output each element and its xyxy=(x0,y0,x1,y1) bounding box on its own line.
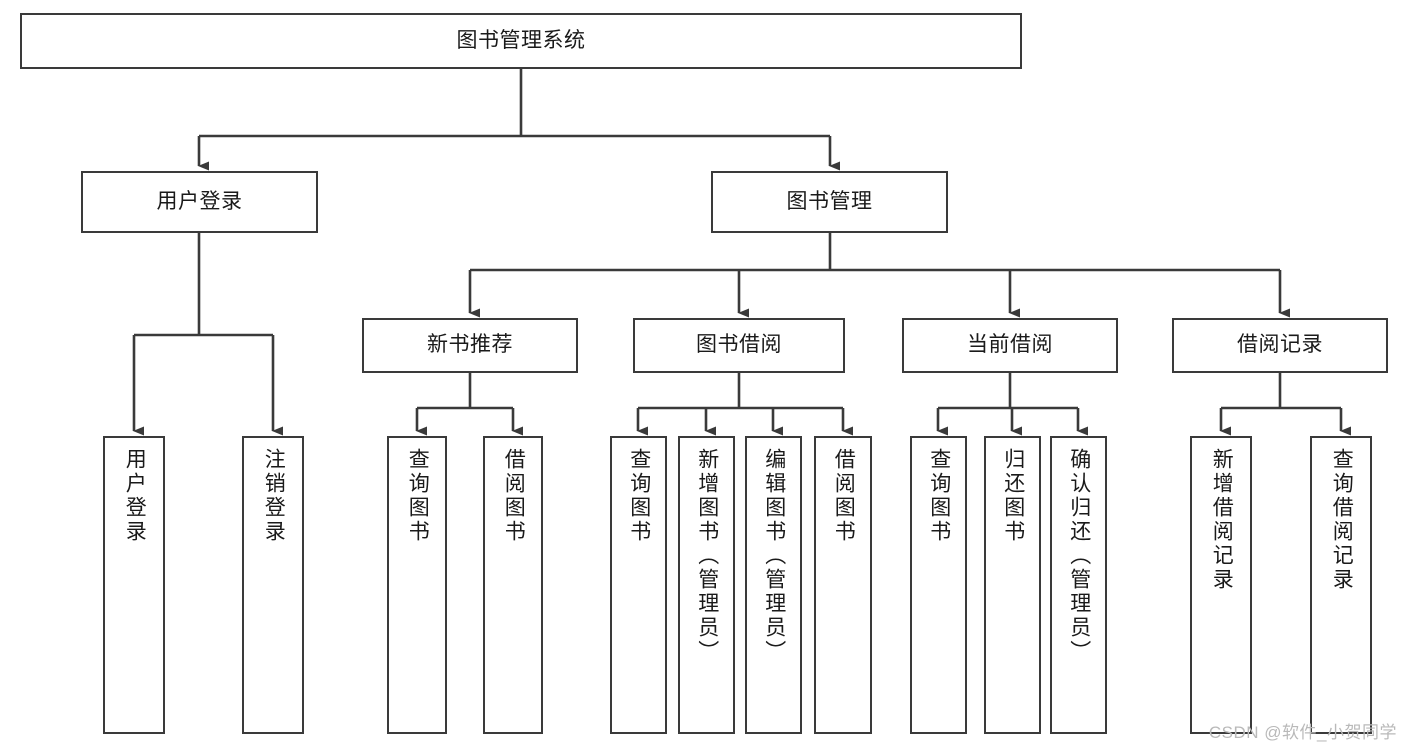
node-book-borrow-label: 图书借阅 xyxy=(696,333,782,357)
leaf-query-book-rec[interactable]: 查询图书 xyxy=(387,436,447,734)
leaf-return-book[interactable]: 归还图书 xyxy=(984,436,1041,734)
node-new-book-recommend-label: 新书推荐 xyxy=(427,333,513,357)
node-book-manage[interactable]: 图书管理 xyxy=(711,171,948,233)
node-user-login[interactable]: 用户登录 xyxy=(81,171,318,233)
leaf-borrow-book[interactable]: 借阅图书 xyxy=(814,436,872,734)
leaf-edit-book-admin-label: 编辑图书（管理员） xyxy=(762,448,786,664)
leaf-logout[interactable]: 注销登录 xyxy=(242,436,304,734)
leaf-add-borrow-record-label: 新增借阅记录 xyxy=(1210,448,1234,592)
leaf-logout-label: 注销登录 xyxy=(262,448,286,544)
leaf-borrow-book-rec[interactable]: 借阅图书 xyxy=(483,436,543,734)
node-root-label: 图书管理系统 xyxy=(456,28,586,52)
node-book-manage-label: 图书管理 xyxy=(786,189,873,213)
node-book-borrow[interactable]: 图书借阅 xyxy=(633,318,845,373)
node-borrow-record[interactable]: 借阅记录 xyxy=(1172,318,1388,373)
leaf-query-borrow-record-label: 查询借阅记录 xyxy=(1330,448,1354,592)
leaf-add-borrow-record[interactable]: 新增借阅记录 xyxy=(1190,436,1252,734)
leaf-query-book-current-label: 查询图书 xyxy=(927,448,951,544)
leaf-user-login-label: 用户登录 xyxy=(123,448,147,544)
leaf-query-book-borrow-label: 查询图书 xyxy=(627,448,651,544)
leaf-query-book-borrow[interactable]: 查询图书 xyxy=(610,436,667,734)
node-user-login-label: 用户登录 xyxy=(156,189,243,213)
leaf-borrow-book-rec-label: 借阅图书 xyxy=(502,448,526,544)
leaf-return-book-label: 归还图书 xyxy=(1001,448,1025,544)
node-current-borrow-label: 当前借阅 xyxy=(967,333,1053,357)
leaf-add-book-admin-label: 新增图书（管理员） xyxy=(695,448,719,664)
leaf-confirm-return-admin-label: 确认归还（管理员） xyxy=(1067,448,1091,664)
leaf-confirm-return-admin[interactable]: 确认归还（管理员） xyxy=(1050,436,1107,734)
node-root[interactable]: 图书管理系统 xyxy=(20,13,1022,69)
leaf-borrow-book-label: 借阅图书 xyxy=(832,448,856,544)
node-borrow-record-label: 借阅记录 xyxy=(1237,333,1323,357)
leaf-query-book-rec-label: 查询图书 xyxy=(406,448,430,544)
leaf-edit-book-admin[interactable]: 编辑图书（管理员） xyxy=(745,436,802,734)
leaf-add-book-admin[interactable]: 新增图书（管理员） xyxy=(678,436,735,734)
leaf-query-book-current[interactable]: 查询图书 xyxy=(910,436,967,734)
node-new-book-recommend[interactable]: 新书推荐 xyxy=(362,318,578,373)
leaf-user-login[interactable]: 用户登录 xyxy=(103,436,165,734)
leaf-query-borrow-record[interactable]: 查询借阅记录 xyxy=(1310,436,1372,734)
node-current-borrow[interactable]: 当前借阅 xyxy=(902,318,1118,373)
